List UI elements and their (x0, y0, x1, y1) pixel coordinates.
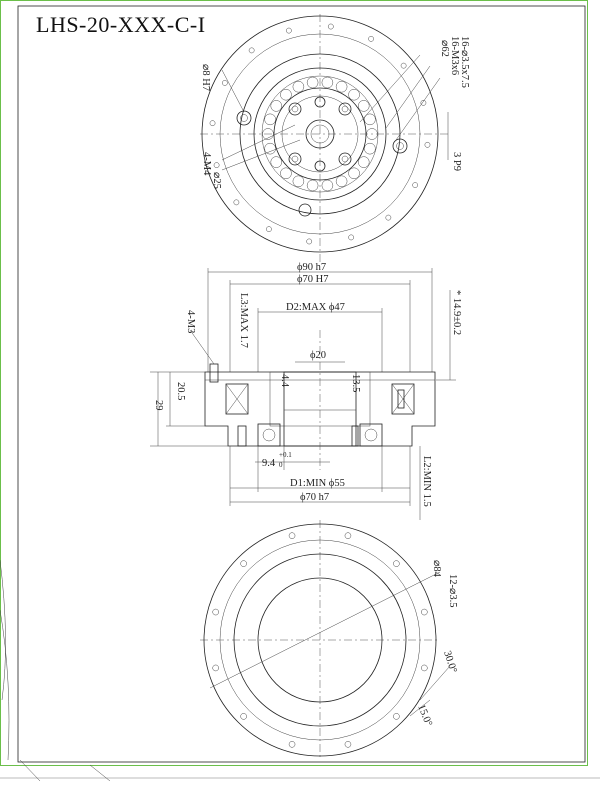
mounting-hole (421, 664, 428, 672)
h94-upper-tol: +0.1 (279, 451, 292, 459)
mounting-hole (240, 560, 247, 567)
roller-circle (262, 128, 274, 140)
roller-circle (321, 179, 334, 192)
mounting-hole (266, 226, 272, 233)
roller-circle (366, 128, 378, 140)
l2-label: L2:MIN 1.5 (421, 456, 432, 507)
outer-bore-label: ϕ70 H7 (297, 274, 329, 285)
roller-circle (348, 167, 360, 180)
mounting-hole (306, 238, 313, 245)
drawing-border (17, 5, 586, 763)
mounting-hole (285, 27, 292, 34)
roller-circle (264, 113, 276, 126)
top-view (200, 14, 449, 262)
roller-circle (292, 175, 305, 188)
drawing-title: LHS-20-XXX-C-I (36, 12, 206, 37)
bottom-view (200, 520, 451, 760)
h94-lower-tol: 0 (279, 461, 283, 469)
roller-circle (280, 88, 292, 101)
roller-circle (364, 113, 376, 126)
side-view (150, 268, 456, 520)
d2-label: D2:MAX ϕ47 (286, 302, 345, 313)
mounting-hole (209, 120, 216, 127)
roller-circle (335, 80, 348, 93)
mounting-hole (221, 80, 228, 86)
h135-label: 13.5 (350, 374, 361, 392)
roller-circle (270, 156, 283, 168)
mounting-hole (424, 141, 431, 148)
roller-circle (335, 175, 348, 188)
roller-circle (292, 80, 305, 93)
mounting-hole (393, 560, 400, 567)
roller-circle (321, 76, 334, 89)
mounting-hole (212, 664, 219, 672)
roller-circle (357, 100, 370, 112)
roller-circle (364, 142, 376, 155)
mounting-hole (344, 532, 352, 539)
d25-label: ⌀25 (211, 172, 222, 189)
mounting-hole (213, 162, 220, 169)
bore-diameter-label: ⌀8 H7 (200, 64, 211, 91)
mounting-hole (344, 741, 352, 748)
bottom-diameter-label: ϕ70 h7 (300, 492, 329, 503)
bottom-holes-label: 12-⌀3.5 (447, 574, 458, 607)
m4-holes-label: 4-M4 (201, 152, 212, 176)
mounting-hole (368, 35, 374, 42)
thread-holes-label: 16-M3x6 (449, 36, 460, 75)
roller-circle (357, 156, 370, 168)
mounting-hole (288, 532, 296, 539)
mounting-hole (212, 608, 219, 616)
m3-label: 4-M3 (185, 310, 196, 333)
mounting-hole (240, 713, 247, 720)
mounting-hole (412, 182, 419, 188)
mounting-hole (393, 713, 400, 720)
roller-circle (270, 100, 283, 112)
h44-label: 4.4 (279, 374, 290, 388)
mounting-hole (248, 47, 255, 54)
mounting-hole (421, 608, 428, 616)
roller-circle (348, 88, 360, 101)
mounting-hole (233, 199, 240, 206)
mounting-hole (288, 741, 296, 748)
mounting-hole (400, 62, 407, 69)
tolerance-label: * 14.9±0.2 (451, 290, 462, 335)
roller-circle (280, 167, 292, 180)
outer-diameter-label: ϕ90 h7 (297, 262, 326, 273)
h205-label: 20.5 (175, 382, 186, 400)
d20-label: ϕ20 (310, 350, 326, 361)
p9-label: 3 P9 (451, 152, 462, 171)
thru-holes-label: 16-⌀3.5x7.5 (459, 36, 470, 88)
pitch-circle-label: ⌀62 (439, 40, 450, 57)
l3-label: L3:MAX 1.7 (238, 293, 249, 348)
mounting-hole (348, 234, 355, 241)
mounting-hole (385, 214, 392, 221)
roller-circle (306, 76, 319, 89)
roller-circle (264, 142, 276, 155)
d1-label: D1:MIN ϕ55 (290, 478, 345, 489)
h29-label: 29 (153, 400, 164, 411)
roller-circle (306, 179, 319, 192)
mounting-hole (327, 23, 334, 30)
h94-label: 9.4 (262, 458, 276, 469)
d84-label: ⌀84 (431, 560, 442, 578)
mounting-hole (420, 99, 427, 106)
